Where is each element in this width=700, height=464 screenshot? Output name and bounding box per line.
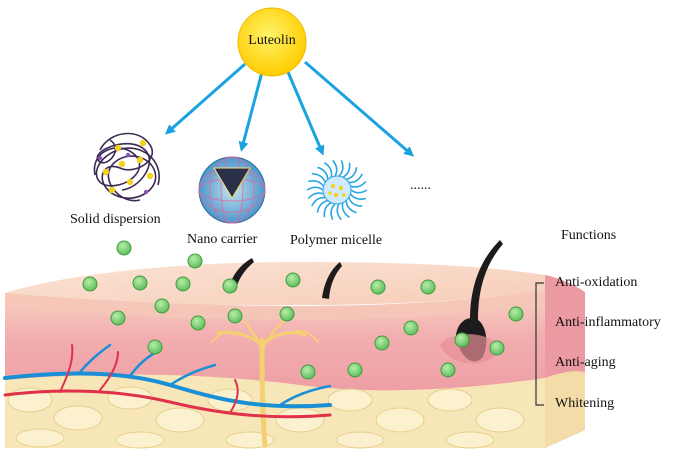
micelle-tail [345,167,358,181]
carrier-label-polymer-micelle: Polymer micelle [290,233,383,248]
luteolin-particle [403,320,419,336]
solid-dispersion-dots [102,139,154,194]
micelle-tail [349,193,367,201]
luteolin-particle [508,306,524,322]
luteolin-particle [82,276,98,292]
arrow-to-more [304,60,415,157]
micelle-tail [348,173,363,184]
luteolin-sun [237,7,307,77]
luteolin-particle [227,308,243,324]
micelle-tail [324,162,333,178]
artery [3,344,332,419]
luteolin-particle [489,340,505,356]
luteolin-particle [440,362,456,378]
luteolin-particle [420,279,436,295]
luteolin-particle [154,298,170,314]
functions-bracket [535,282,544,406]
micelle-tail [307,179,325,187]
micelle-tail [307,192,324,200]
micelle-tail [338,159,344,177]
carrier-label-nano-carrier: Nano carrier [187,232,258,247]
micelle-tail [336,203,342,221]
luteolin-particle [175,276,191,292]
micelle-tail [350,180,367,188]
luteolin-particles [82,240,524,380]
luteolin-particle [222,278,238,294]
polymer-micelle-icon [306,159,368,221]
micelle-tail [317,166,329,180]
micelle-tail [345,200,357,214]
luteolin-particle [187,253,203,269]
skin-section [3,240,585,449]
luteolin-particle [147,339,163,355]
epidermis-layer [5,290,545,320]
micelle-tail [311,173,326,183]
function-whitening: Whitening [555,396,615,411]
micelle-tail [323,201,332,218]
carrier-label-more: ...... [410,178,431,193]
luteolin-particle [116,240,132,256]
micelle-tail [341,202,350,218]
nano-carrier-icon [198,156,266,224]
function-anti-oxidation: Anti-oxidation [555,275,638,290]
micelle-tail [316,199,329,213]
micelle-tail [306,186,324,191]
luteolin-particle [347,362,363,378]
micelle-tail [311,196,326,207]
skin-surface [5,262,545,305]
luteolin-particle [279,306,295,322]
micelle-tail [342,162,351,179]
arrow-to-nano-carrier [238,71,264,152]
micelle-tail [332,159,338,177]
functions-title: Functions [561,228,617,243]
micelle-tail [330,203,336,221]
solid-dispersion-icon [93,132,160,202]
luteolin-particle [370,279,386,295]
arrow-to-solid-dispersion [165,62,246,135]
function-anti-aging: Anti-aging [555,355,616,370]
nerve [211,318,319,448]
carrier-label-solid-dispersion: Solid dispersion [70,212,161,227]
luteolin-particle [300,364,316,380]
arrow-to-polymer-micelle [286,71,325,156]
luteolin-label: Luteolin [248,33,296,48]
luteolin-particle [454,332,470,348]
luteolin-particle [132,275,148,291]
fat-cells [7,386,525,449]
luteolin-particle [190,315,206,331]
micelle-tail [348,197,363,207]
arrows [165,60,415,157]
micelle-tail [350,189,368,194]
function-anti-inflammatory: Anti-inflammatory [555,315,661,330]
luteolin-particle [374,335,390,351]
luteolin-particle [110,310,126,326]
luteolin-particle [285,272,301,288]
